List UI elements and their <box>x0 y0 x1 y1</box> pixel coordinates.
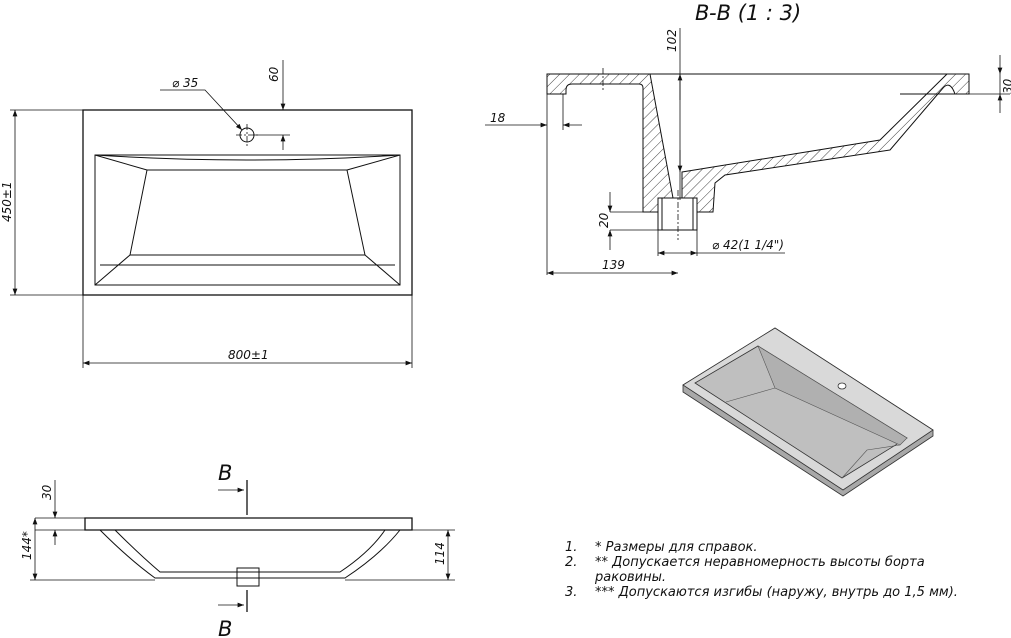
faucet-hole-3d <box>837 382 847 390</box>
section-dim-18: 18 <box>490 111 506 125</box>
cut-label-bottom: B <box>218 617 232 638</box>
section-view: B-B (1 : 3) 102 30 18 20 <box>485 1 1011 276</box>
section-depth-102: 102 <box>665 29 679 52</box>
front-height-144: 144* <box>20 531 34 560</box>
basin-floor <box>129 169 366 256</box>
note-text: * Размеры для справок. <box>595 540 758 555</box>
front-view: B B 30 144* 114 <box>20 461 455 638</box>
cut-label-top: B <box>218 461 232 485</box>
note-text: *** Допускаются изгибы (наружу, внутрь д… <box>595 585 958 600</box>
front-basin-114: 114 <box>433 542 447 565</box>
section-dim-139: 139 <box>602 258 625 272</box>
top-view: ⌀ 35 60 450±1 800±1 <box>0 60 413 368</box>
front-rim-30: 30 <box>40 484 54 500</box>
drain-front <box>236 567 260 587</box>
notes: 1. * Размеры для справок. 2. ** Допускае… <box>565 540 958 600</box>
isometric-view <box>682 327 934 497</box>
drain-outlet <box>657 197 698 231</box>
width-dimension: 800±1 <box>228 348 269 362</box>
note-number: 1. <box>565 540 577 555</box>
section-title: B-B (1 : 3) <box>695 1 801 25</box>
note-text: ** Допускается неравномерность высоты бо… <box>595 555 925 570</box>
hole-diameter-label: ⌀ 35 <box>172 76 198 90</box>
drain-diameter-label: ⌀ 42(1 1/4") <box>712 238 784 252</box>
note-number: 2. <box>565 555 577 570</box>
hole-offset-label: 60 <box>267 66 281 82</box>
sink-outline <box>82 109 413 296</box>
floor-section <box>681 73 970 213</box>
depth-dimension: 450±1 <box>0 181 14 222</box>
section-rim-30: 30 <box>1001 78 1011 94</box>
left-rim-section <box>546 73 674 213</box>
note-number: 3. <box>565 585 577 600</box>
basin-front <box>99 529 401 579</box>
rim-front <box>84 517 413 531</box>
section-dim-20: 20 <box>597 212 611 228</box>
note-text: раковины. <box>594 570 666 585</box>
